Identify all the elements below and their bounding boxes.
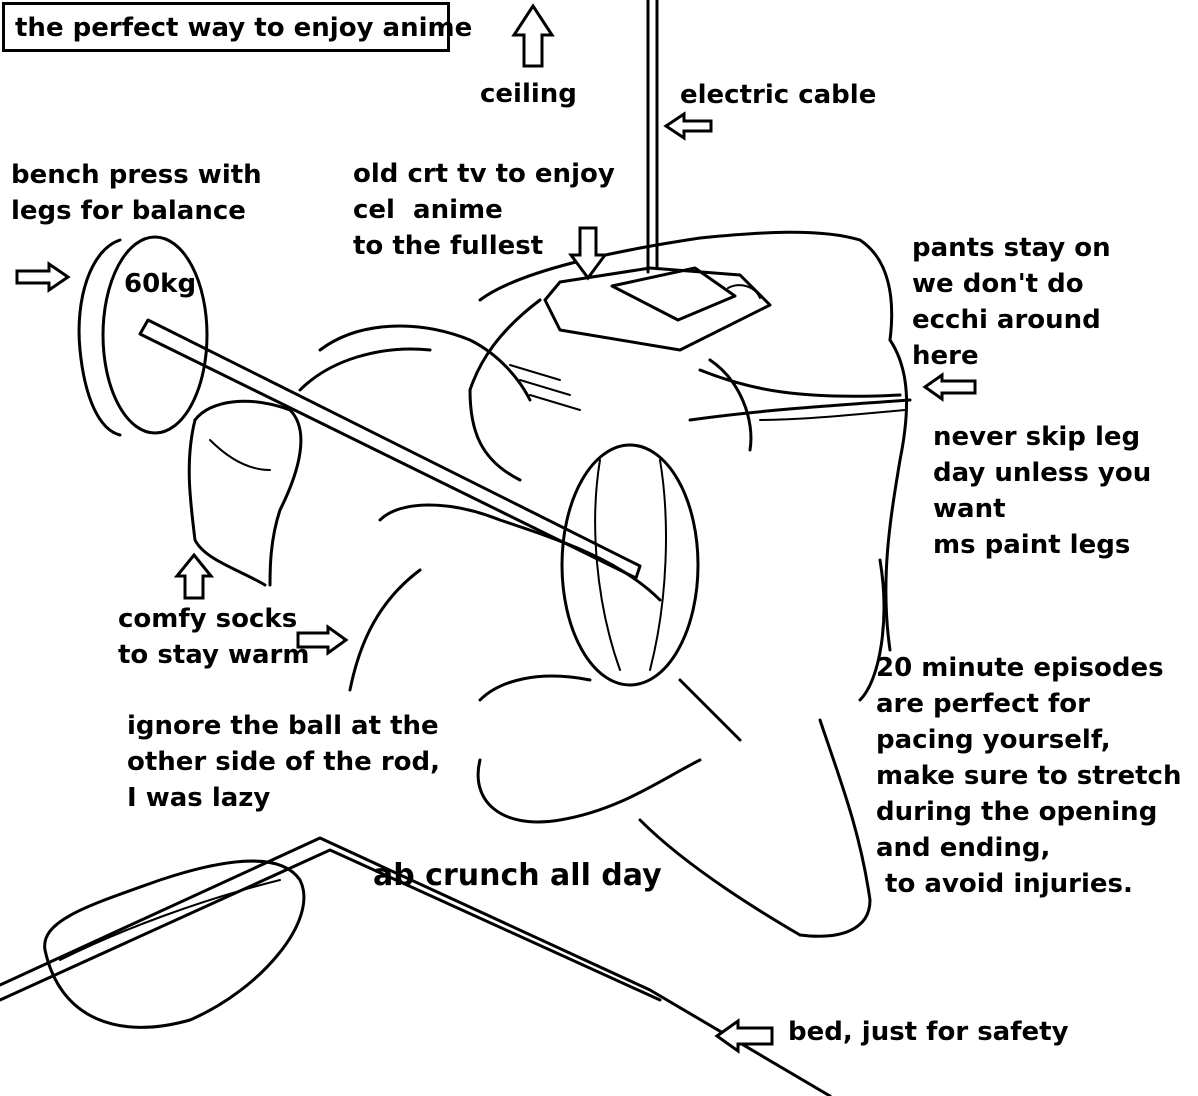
ball-label: ignore the ball at the other side of the… — [127, 711, 441, 813]
leg-day-label: never skip leg day unless you want ms pa… — [933, 422, 1152, 560]
right-arrow-icon — [296, 624, 349, 656]
left-arrow-icon — [714, 1018, 774, 1054]
socks-label: comfy socks to stay warm — [118, 604, 310, 670]
title-box: the perfect way to enjoy anime — [2, 2, 472, 52]
barbell-drawing — [77, 235, 700, 687]
page-title: the perfect way to enjoy anime — [15, 13, 473, 43]
up-arrow-icon — [173, 552, 215, 600]
left-arrow-icon — [663, 111, 713, 141]
left-arrow-icon — [922, 372, 977, 402]
weight-label: 60kg — [124, 269, 197, 299]
ceiling-label: ceiling — [480, 79, 577, 109]
ab-crunch-label: ab crunch all day — [373, 858, 662, 893]
bench-press-label: bench press with legs for balance — [11, 160, 262, 226]
right-arrow-icon — [15, 261, 71, 293]
electric-cable-drawing — [646, 0, 659, 274]
pants-label: pants stay on we don't do ecchi around h… — [912, 233, 1111, 371]
down-arrow-icon — [568, 226, 608, 281]
episodes-label: 20 minute episodes are perfect for pacin… — [876, 653, 1182, 899]
person-figure — [187, 230, 912, 938]
electric-cable-label: electric cable — [680, 80, 877, 110]
bed-label: bed, just for safety — [788, 1017, 1069, 1047]
crt-tv-label: old crt tv to enjoy cel anime to the ful… — [353, 159, 615, 261]
up-arrow-icon — [511, 3, 555, 68]
